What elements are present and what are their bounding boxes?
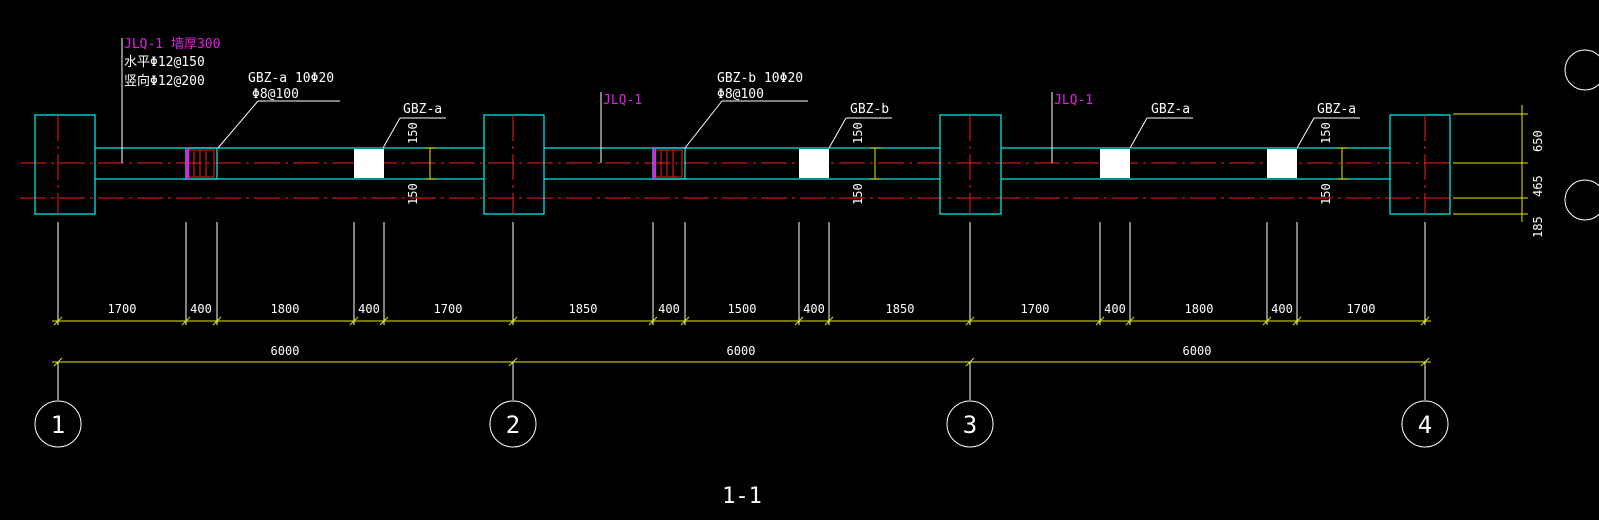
dim-tick	[1095, 316, 1105, 326]
svg-text:3: 3	[963, 411, 977, 439]
axis-bubble-partial-bottom	[1564, 179, 1599, 221]
dim-tick	[1262, 316, 1272, 326]
svg-text:400: 400	[358, 302, 380, 316]
svg-text:650: 650	[1531, 130, 1545, 152]
dim-tick	[680, 316, 690, 326]
dim-tick	[212, 316, 222, 326]
dim-tick	[1125, 316, 1135, 326]
section-title: 1-1	[722, 484, 762, 509]
span-dim-labels: 6000 6000 6000	[271, 344, 1212, 358]
axis-bubble-3: 3	[946, 400, 994, 448]
svg-text:150: 150	[1319, 183, 1333, 205]
jlq-label-3: JLQ-1	[1054, 93, 1093, 108]
svg-text:1700: 1700	[108, 302, 137, 316]
right-vertical-dims: 650 465 185	[1453, 105, 1545, 238]
svg-text:465: 465	[1531, 175, 1545, 197]
gbz-b-hatched	[652, 147, 686, 180]
dim-tick	[53, 316, 63, 326]
wall-vertical-rebar: 竖向Φ12@200	[124, 73, 205, 89]
column-axis-4	[1389, 114, 1451, 215]
dim-tick	[1420, 316, 1430, 326]
dim-tick	[181, 316, 191, 326]
gbz-b-stirrup-label: Φ8@100	[717, 87, 764, 102]
dim-tick	[1292, 316, 1302, 326]
white-boundary-elements	[354, 149, 1297, 178]
gbz-a-stirrup-label: Φ8@100	[252, 87, 299, 102]
svg-text:400: 400	[1104, 302, 1126, 316]
axis-bubble-4: 4	[1401, 400, 1449, 448]
column-axis-1	[34, 114, 96, 215]
gbz-a-label-3: GBZ-a	[1317, 102, 1356, 117]
svg-text:1800: 1800	[1185, 302, 1214, 316]
dimension-ticks	[53, 316, 1430, 367]
jlq-label-2: JLQ-1	[603, 93, 642, 108]
gbz-a-hatched	[185, 147, 218, 180]
svg-text:1800: 1800	[271, 302, 300, 316]
dim-tick	[508, 316, 518, 326]
svg-text:400: 400	[803, 302, 825, 316]
svg-text:400: 400	[1271, 302, 1293, 316]
svg-text:400: 400	[190, 302, 212, 316]
dim-tick	[379, 316, 389, 326]
svg-text:1: 1	[51, 411, 65, 439]
svg-text:400: 400	[658, 302, 680, 316]
dim-tick	[965, 316, 975, 326]
svg-text:1500: 1500	[728, 302, 757, 316]
svg-text:1700: 1700	[1347, 302, 1376, 316]
svg-text:150: 150	[406, 183, 420, 205]
svg-text:6000: 6000	[1183, 344, 1212, 358]
dim-tick	[648, 316, 658, 326]
svg-text:4: 4	[1418, 411, 1432, 439]
gbz-a-label-1: GBZ-a	[403, 102, 442, 117]
svg-text:6000: 6000	[271, 344, 300, 358]
axis-bubble-1: 1	[34, 400, 82, 448]
svg-text:185: 185	[1531, 216, 1545, 238]
svg-text:6000: 6000	[727, 344, 756, 358]
column-axis-3	[939, 114, 1002, 215]
svg-text:150: 150	[406, 122, 420, 144]
wall-horizontal-rebar: 水平Φ12@150	[124, 55, 205, 70]
svg-text:1700: 1700	[434, 302, 463, 316]
axis-bubble-partial-top	[1564, 49, 1599, 91]
extension-lines	[57, 222, 1426, 325]
svg-text:1850: 1850	[886, 302, 915, 316]
segment-dim-labels: 1700 400 1800 400 1700 1850 400 1500 400…	[108, 302, 1376, 316]
gbz-a-main-label: GBZ-a 10Φ20	[248, 71, 334, 86]
dim-tick	[824, 316, 834, 326]
gbz-b-label-1: GBZ-b	[850, 102, 889, 117]
vertical-150-dims: 150 150 150 150 150 150	[406, 122, 1348, 205]
wall-title-label: JLQ-1 墙厚300	[124, 37, 220, 52]
svg-text:150: 150	[851, 183, 865, 205]
svg-text:1850: 1850	[569, 302, 598, 316]
gbz-b-main-label: GBZ-b 10Φ20	[717, 71, 803, 86]
svg-text:150: 150	[1319, 122, 1333, 144]
axis-bubble-2: 2	[489, 400, 537, 448]
column-axis-2	[483, 114, 545, 215]
dim-tick	[349, 316, 359, 326]
svg-text:1700: 1700	[1021, 302, 1050, 316]
svg-text:2: 2	[506, 411, 520, 439]
leader-lines	[121, 38, 1360, 163]
gbz-a-label-2: GBZ-a	[1151, 102, 1190, 117]
svg-text:150: 150	[851, 122, 865, 144]
dim-tick	[794, 316, 804, 326]
